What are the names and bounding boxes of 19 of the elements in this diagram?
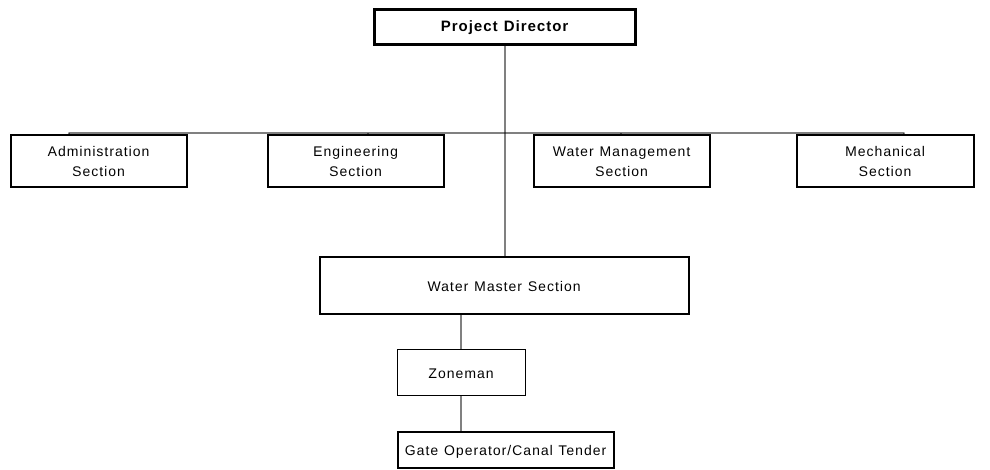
title-text: Project Director <box>440 17 570 37</box>
org-box <box>319 256 690 315</box>
connector-line <box>504 46 506 256</box>
box-label: Water Master Section <box>426 276 583 296</box>
box-label: Administration Section <box>46 142 152 181</box>
box-label: Gate Operator/Canal Tender <box>404 441 608 460</box>
box-label: Water Management Section <box>552 142 692 181</box>
org-box <box>397 349 526 396</box>
org-box <box>373 8 637 46</box>
org-box <box>397 431 615 469</box>
org-box <box>267 134 445 188</box>
connector-line <box>460 396 462 432</box>
box-label: Engineering Section <box>312 142 400 181</box>
connector-line <box>460 314 462 350</box>
org-box <box>533 134 711 188</box>
box-label: Zoneman <box>427 364 496 382</box>
box-label: Mechanical Section <box>844 142 927 181</box>
org-box <box>10 134 188 188</box>
org-box <box>796 134 975 188</box>
